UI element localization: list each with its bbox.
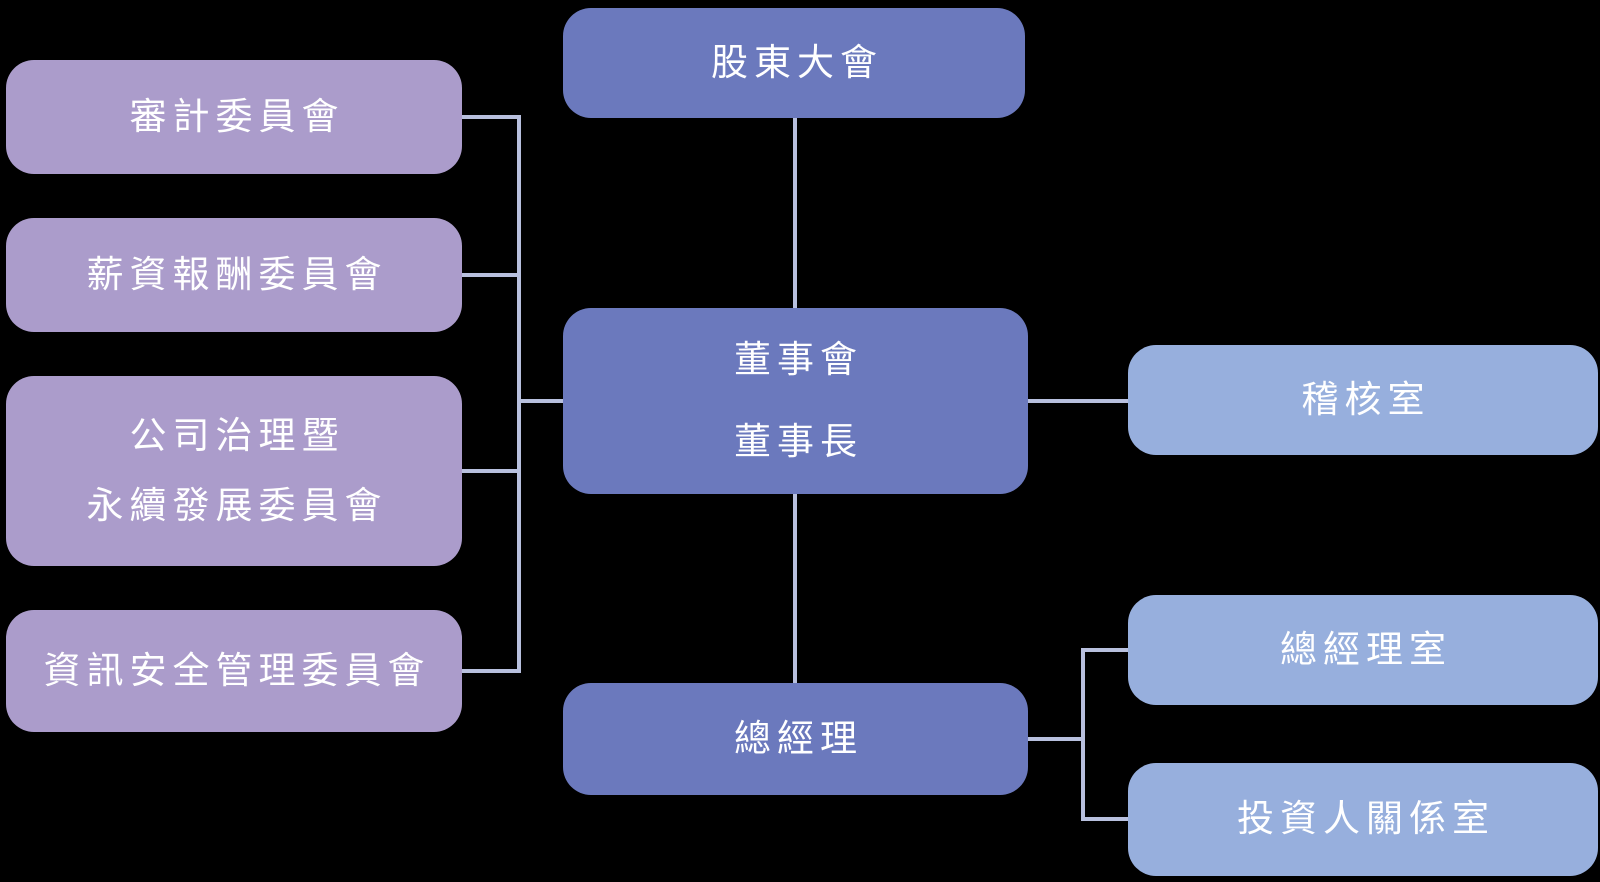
connector-audit-committee — [462, 115, 519, 119]
node-shareholders-meeting: 股東大會 — [563, 8, 1025, 118]
node-governance-sustainability-committee: 公司治理暨 永續發展委員會 — [6, 376, 462, 566]
connector-infosec-committee — [462, 669, 519, 673]
node-label: 薪資報酬委員會 — [86, 253, 388, 295]
connector-governance-committee — [462, 469, 519, 473]
node-general-manager-office: 總經理室 — [1128, 595, 1598, 705]
connector-board-general-manager — [793, 494, 797, 683]
node-label-line2: 董事長 — [734, 421, 863, 462]
node-compensation-committee: 薪資報酬委員會 — [6, 218, 462, 332]
node-label: 總經理 — [734, 717, 863, 759]
node-investor-relations-office: 投資人關係室 — [1128, 763, 1598, 876]
node-label: 投資人關係室 — [1237, 798, 1495, 840]
node-information-security-committee: 資訊安全管理委員會 — [6, 610, 462, 732]
node-label: 稽核室 — [1301, 378, 1431, 420]
node-label: 資訊安全管理委員會 — [43, 649, 431, 691]
connector-shareholders-board — [793, 118, 797, 308]
connector-bracket-gm-office — [1085, 648, 1128, 652]
node-label-line1: 公司治理暨 — [129, 414, 345, 456]
node-label: 審計委員會 — [129, 95, 345, 137]
connector-general-manager-stub — [1028, 737, 1083, 741]
connector-board-audit-office — [1028, 399, 1128, 403]
connector-bracket-ir-office — [1085, 817, 1128, 821]
node-label: 總經理室 — [1280, 628, 1452, 670]
node-audit-office: 稽核室 — [1128, 345, 1598, 455]
node-label: 股東大會 — [711, 41, 883, 83]
node-label-line2: 永續發展委員會 — [86, 485, 388, 526]
node-general-manager: 總經理 — [563, 683, 1028, 795]
node-label-line1: 董事會 — [734, 338, 863, 380]
connector-bracket-board — [521, 399, 563, 403]
node-audit-committee: 審計委員會 — [6, 60, 462, 174]
connector-left-bracket — [517, 115, 521, 673]
connector-right-bracket — [1081, 648, 1085, 821]
node-board-of-directors-chairman: 董事會 董事長 — [563, 308, 1028, 494]
connector-compensation-committee — [462, 273, 519, 277]
